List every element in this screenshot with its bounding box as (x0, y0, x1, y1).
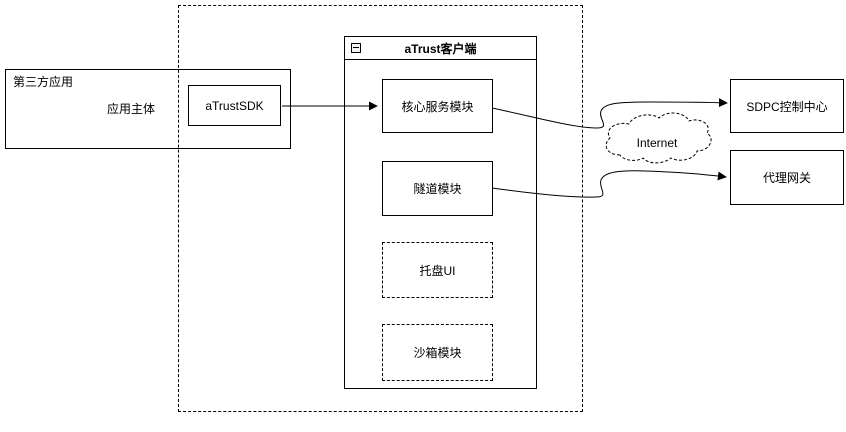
proxy-gateway-node: 代理网关 (730, 150, 844, 205)
sandbox-module-node: 沙箱模块 (382, 324, 493, 381)
atrust-sdk-label: aTrustSDK (205, 98, 264, 113)
core-service-module-label: 核心服务模块 (401, 99, 474, 114)
sdpc-control-center-label: SDPC控制中心 (746, 99, 828, 114)
collapse-icon (351, 43, 361, 53)
tray-ui-node: 托盘UI (382, 242, 493, 298)
sandbox-module-label: 沙箱模块 (413, 346, 462, 360)
app-body-label: 应用主体 (106, 102, 155, 116)
core-service-module-node: 核心服务模块 (382, 79, 493, 133)
tray-ui-label: 托盘UI (419, 263, 456, 278)
proxy-gateway-label: 代理网关 (762, 171, 811, 185)
dashed-boundary (178, 5, 583, 412)
window-title: aTrust客户端 (404, 41, 477, 56)
window-titlebar: aTrust客户端 (345, 37, 536, 60)
atrust-client-window: aTrust客户端 核心服务模块 隧道模块 托盘UI 沙箱模块 (344, 36, 537, 389)
atrust-sdk-node: aTrustSDK (188, 85, 281, 126)
third-party-app-label: 第三方应用 (13, 75, 74, 89)
tunnel-module-node: 隧道模块 (382, 161, 493, 216)
third-party-app-group: 第三方应用 应用主体 (5, 69, 291, 149)
tunnel-module-label: 隧道模块 (413, 182, 462, 196)
internet-label: Internet (636, 136, 678, 150)
sdpc-control-center-node: SDPC控制中心 (730, 79, 844, 133)
